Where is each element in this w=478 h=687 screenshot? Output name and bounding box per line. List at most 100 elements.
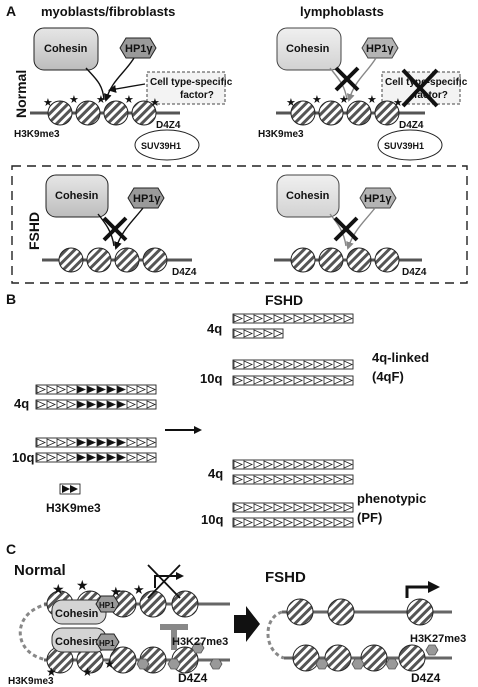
svg-text:★: ★ (96, 94, 106, 106)
loop-dashed (18, 602, 49, 662)
silenced-cross-icon (147, 564, 181, 599)
svg-text:★: ★ (110, 584, 122, 599)
nucleosomes (58, 247, 168, 273)
svg-text:★: ★ (76, 577, 89, 593)
d4z4-label: D4Z4 (178, 671, 208, 685)
repeat-array (232, 313, 354, 324)
legend-h3k9me3-label: H3K9me3 (46, 501, 101, 515)
row-label-fshd: FSHD (26, 212, 42, 250)
svg-text:★: ★ (312, 94, 322, 106)
hp1-gamma-label: HP1γ (366, 43, 394, 55)
repeat-array (232, 459, 354, 470)
cohesin-line (329, 213, 347, 247)
repeat-array (35, 452, 157, 463)
svg-text:★: ★ (82, 665, 93, 679)
hp1-gamma-hexagon (119, 37, 157, 59)
svg-text:★: ★ (52, 581, 65, 597)
svg-text:★: ★ (393, 97, 403, 109)
cohesin-box (276, 27, 342, 71)
nucleosomes (290, 247, 400, 273)
arrowhead (428, 581, 440, 593)
svg-text:★: ★ (46, 665, 57, 679)
column-title-lymphoblasts: lymphoblasts (300, 4, 384, 19)
suv39h1-label: SUV39H1 (384, 141, 424, 151)
svg-text:★: ★ (104, 657, 115, 671)
row-label-normal: Normal (13, 70, 29, 118)
panel-a: A myoblasts/fibroblasts lymphoblasts Nor… (6, 3, 468, 284)
d4z4-label: D4Z4 (399, 120, 424, 131)
panel-a-letter: A (6, 3, 16, 19)
cohesin-lower-label: Cohesin (55, 636, 99, 648)
d4z4-repeat-bars (35, 313, 354, 528)
nucleosomes (47, 100, 157, 126)
cohesin-line (85, 67, 105, 101)
d4z4-label: D4Z4 (402, 267, 427, 278)
hp1-gamma-hexagon (127, 187, 165, 209)
svg-text:★: ★ (367, 94, 377, 106)
svg-text:★: ★ (286, 97, 296, 109)
repeat-array (35, 399, 157, 410)
normal-myoblast-scheme: Cohesin HP1γ Cell type-specific factor? … (14, 27, 233, 161)
cohesin-upper-label: Cohesin (55, 608, 99, 620)
cohesin-label: Cohesin (286, 190, 330, 202)
d4z4-label: D4Z4 (172, 267, 197, 278)
d4z4-label: D4Z4 (156, 120, 181, 131)
upper-nucleosomes (286, 598, 434, 626)
block-cross-icon (333, 216, 359, 242)
hp1-lower-hexagon (95, 633, 120, 651)
hp1-gamma-label: HP1γ (364, 193, 392, 205)
hp1-lower-label: HP1 (99, 639, 115, 648)
panel-b-letter: B (6, 291, 16, 307)
recruitment-arrow (346, 57, 377, 102)
svg-text:★: ★ (133, 582, 145, 597)
cohesin-label: Cohesin (286, 43, 330, 55)
label-10q-fshd1: 10q (200, 371, 222, 386)
cohesin-line (97, 213, 115, 247)
fshd-title: FSHD (265, 569, 306, 586)
group-4q-linked-label-1: 4q-linked (372, 350, 429, 365)
h3k9me3-stars: ★★ ★★ ★ (43, 94, 160, 109)
repeat-array (35, 437, 157, 448)
cell-factor-box (146, 71, 226, 105)
label-4q-fshd2: 4q (208, 466, 223, 481)
d4z4-label: D4Z4 (411, 671, 441, 685)
label-10q-fshd2: 10q (201, 512, 223, 527)
repeat-array (232, 328, 284, 339)
fshd-dashed-frame (11, 165, 468, 284)
repeat-array (232, 502, 354, 513)
svg-text:★: ★ (124, 94, 134, 106)
repeat-array (232, 359, 354, 370)
cohesin-label: Cohesin (44, 43, 88, 55)
transition-big-arrow (234, 606, 260, 642)
label-4q-fshd1: 4q (207, 321, 222, 336)
hp1-gamma-label: HP1γ (125, 43, 153, 55)
h3k9me3-label: H3K9me3 (8, 676, 54, 687)
h3k9me3-stars: ★★ ★★ ★ (286, 94, 403, 109)
normal-lymphoblast-scheme: Cohesin HP1γ Cell type-specific factor? (258, 27, 468, 161)
h3k27me3-label: H3K27me3 (172, 636, 228, 648)
h3k27me3-label: H3K27me3 (410, 633, 466, 645)
suv39h1-ellipse (134, 129, 200, 161)
fshd-title: FSHD (265, 292, 303, 308)
panel-c-letter: C (6, 541, 16, 557)
hp1-upper-label: HP1 (99, 601, 115, 610)
svg-text:★: ★ (150, 97, 160, 109)
group-phenotypic-label-2: (PF) (357, 510, 382, 525)
cohesin-box (33, 27, 99, 71)
fshd-lymphoblast-scheme: Cohesin HP1γ D4Z4 (274, 174, 427, 278)
normal-title: Normal (14, 562, 66, 579)
column-title-myoblasts: myoblasts/fibroblasts (41, 4, 175, 19)
hp1-gamma-hexagon (361, 37, 399, 59)
recruitment-arrow (103, 57, 135, 102)
hp1-gamma-label: HP1γ (133, 193, 161, 205)
cell-factor-label-2: factor? (180, 90, 214, 101)
group-4q-linked-label-2: (4qF) (372, 369, 404, 384)
repeat-array (232, 517, 354, 528)
cell-factor-label-2: factor? (414, 90, 448, 101)
block-cross-icon (102, 216, 128, 242)
hp1-gamma-hexagon (359, 187, 397, 209)
recruitment-arrow (346, 207, 376, 250)
cohesin-label: Cohesin (55, 190, 99, 202)
nucleosomes (290, 100, 400, 126)
